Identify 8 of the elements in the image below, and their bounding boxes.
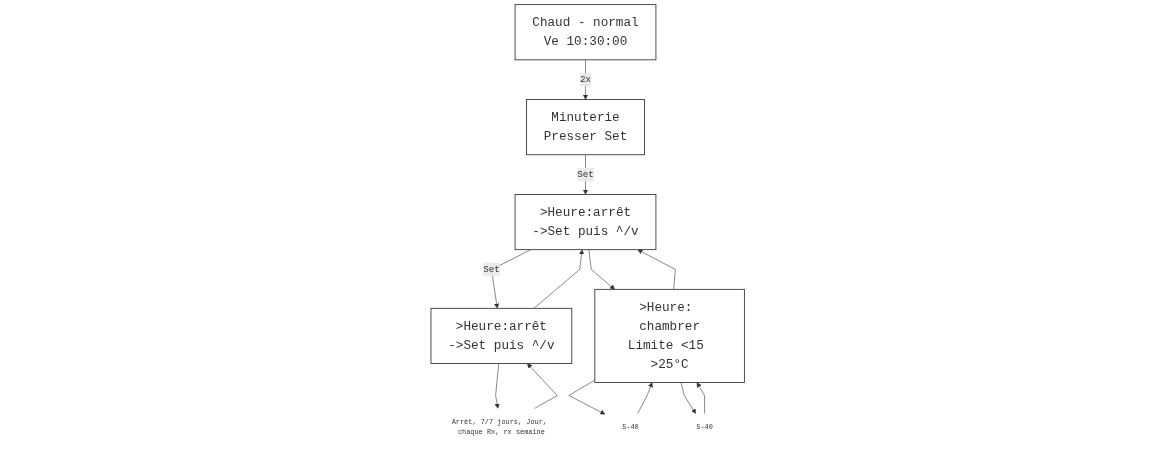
edge-label: 2x — [579, 74, 592, 85]
node-box: Minuterie Presser Set — [526, 99, 645, 156]
node-box: >Heure:arrêt ->Set puis ^/v — [514, 194, 657, 251]
edge-label: Set — [577, 169, 594, 180]
edge-label: Set — [483, 264, 500, 275]
node-box: >Heure:arrêt ->Set puis ^/v — [430, 307, 573, 364]
node-box: >Heure: chambrer Limite <15 >25°C — [594, 288, 745, 383]
node-box: Chaud - normal Ve 10:30:00 — [514, 4, 657, 61]
